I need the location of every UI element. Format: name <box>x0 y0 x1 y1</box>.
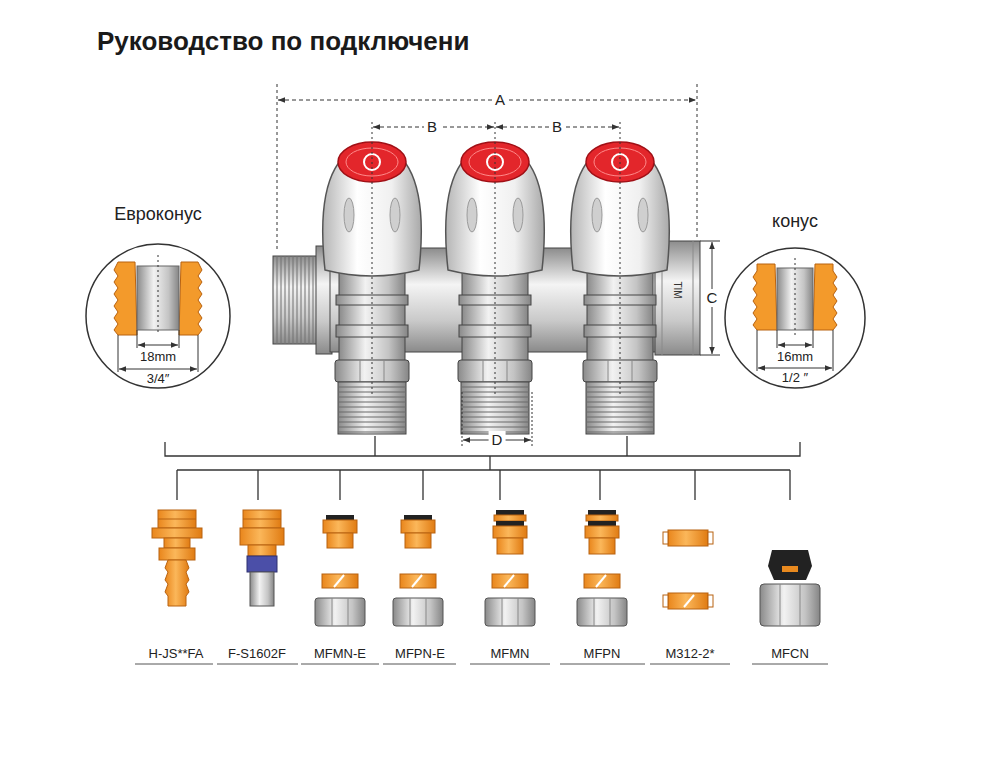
dimension-label: 3/4″ <box>79 371 237 387</box>
cone-heading: конус <box>717 211 873 233</box>
circle-outline <box>79 198 237 398</box>
fitting-code: F-S1602F <box>228 646 286 662</box>
fitting-code: MFMN-E <box>314 646 366 662</box>
fitting-code: MFPN-E <box>395 646 445 662</box>
zoom-circle: Евроконус 18mm 3/4″ <box>79 198 237 398</box>
circle-border <box>86 244 230 388</box>
brand-mark: TIM <box>671 281 683 298</box>
dimension-letter: B <box>424 118 440 136</box>
circle-border <box>725 248 865 388</box>
dimension-letter: C <box>704 289 721 307</box>
fitting-code: MFCN <box>771 646 809 662</box>
fitting-code: MFPN <box>584 646 621 662</box>
dimension-label: 1/2 ″ <box>717 370 873 386</box>
fitting-code: MFMN <box>491 646 530 662</box>
dimension-label: 18mm <box>79 349 237 365</box>
zoom-circle: конус 16mm 1/2 ″ <box>717 200 873 400</box>
dimension-letter: B <box>549 118 565 136</box>
page-title: Руководство по подключени <box>97 26 470 57</box>
cone-heading: Евроконус <box>79 204 237 226</box>
fitting-code: M312-2* <box>665 646 714 662</box>
dimension-label: 16mm <box>717 349 873 365</box>
dimension-letter: A <box>492 91 508 109</box>
fitting-code: H-JS**FA <box>149 646 204 662</box>
dimension-letter: D <box>489 431 506 449</box>
